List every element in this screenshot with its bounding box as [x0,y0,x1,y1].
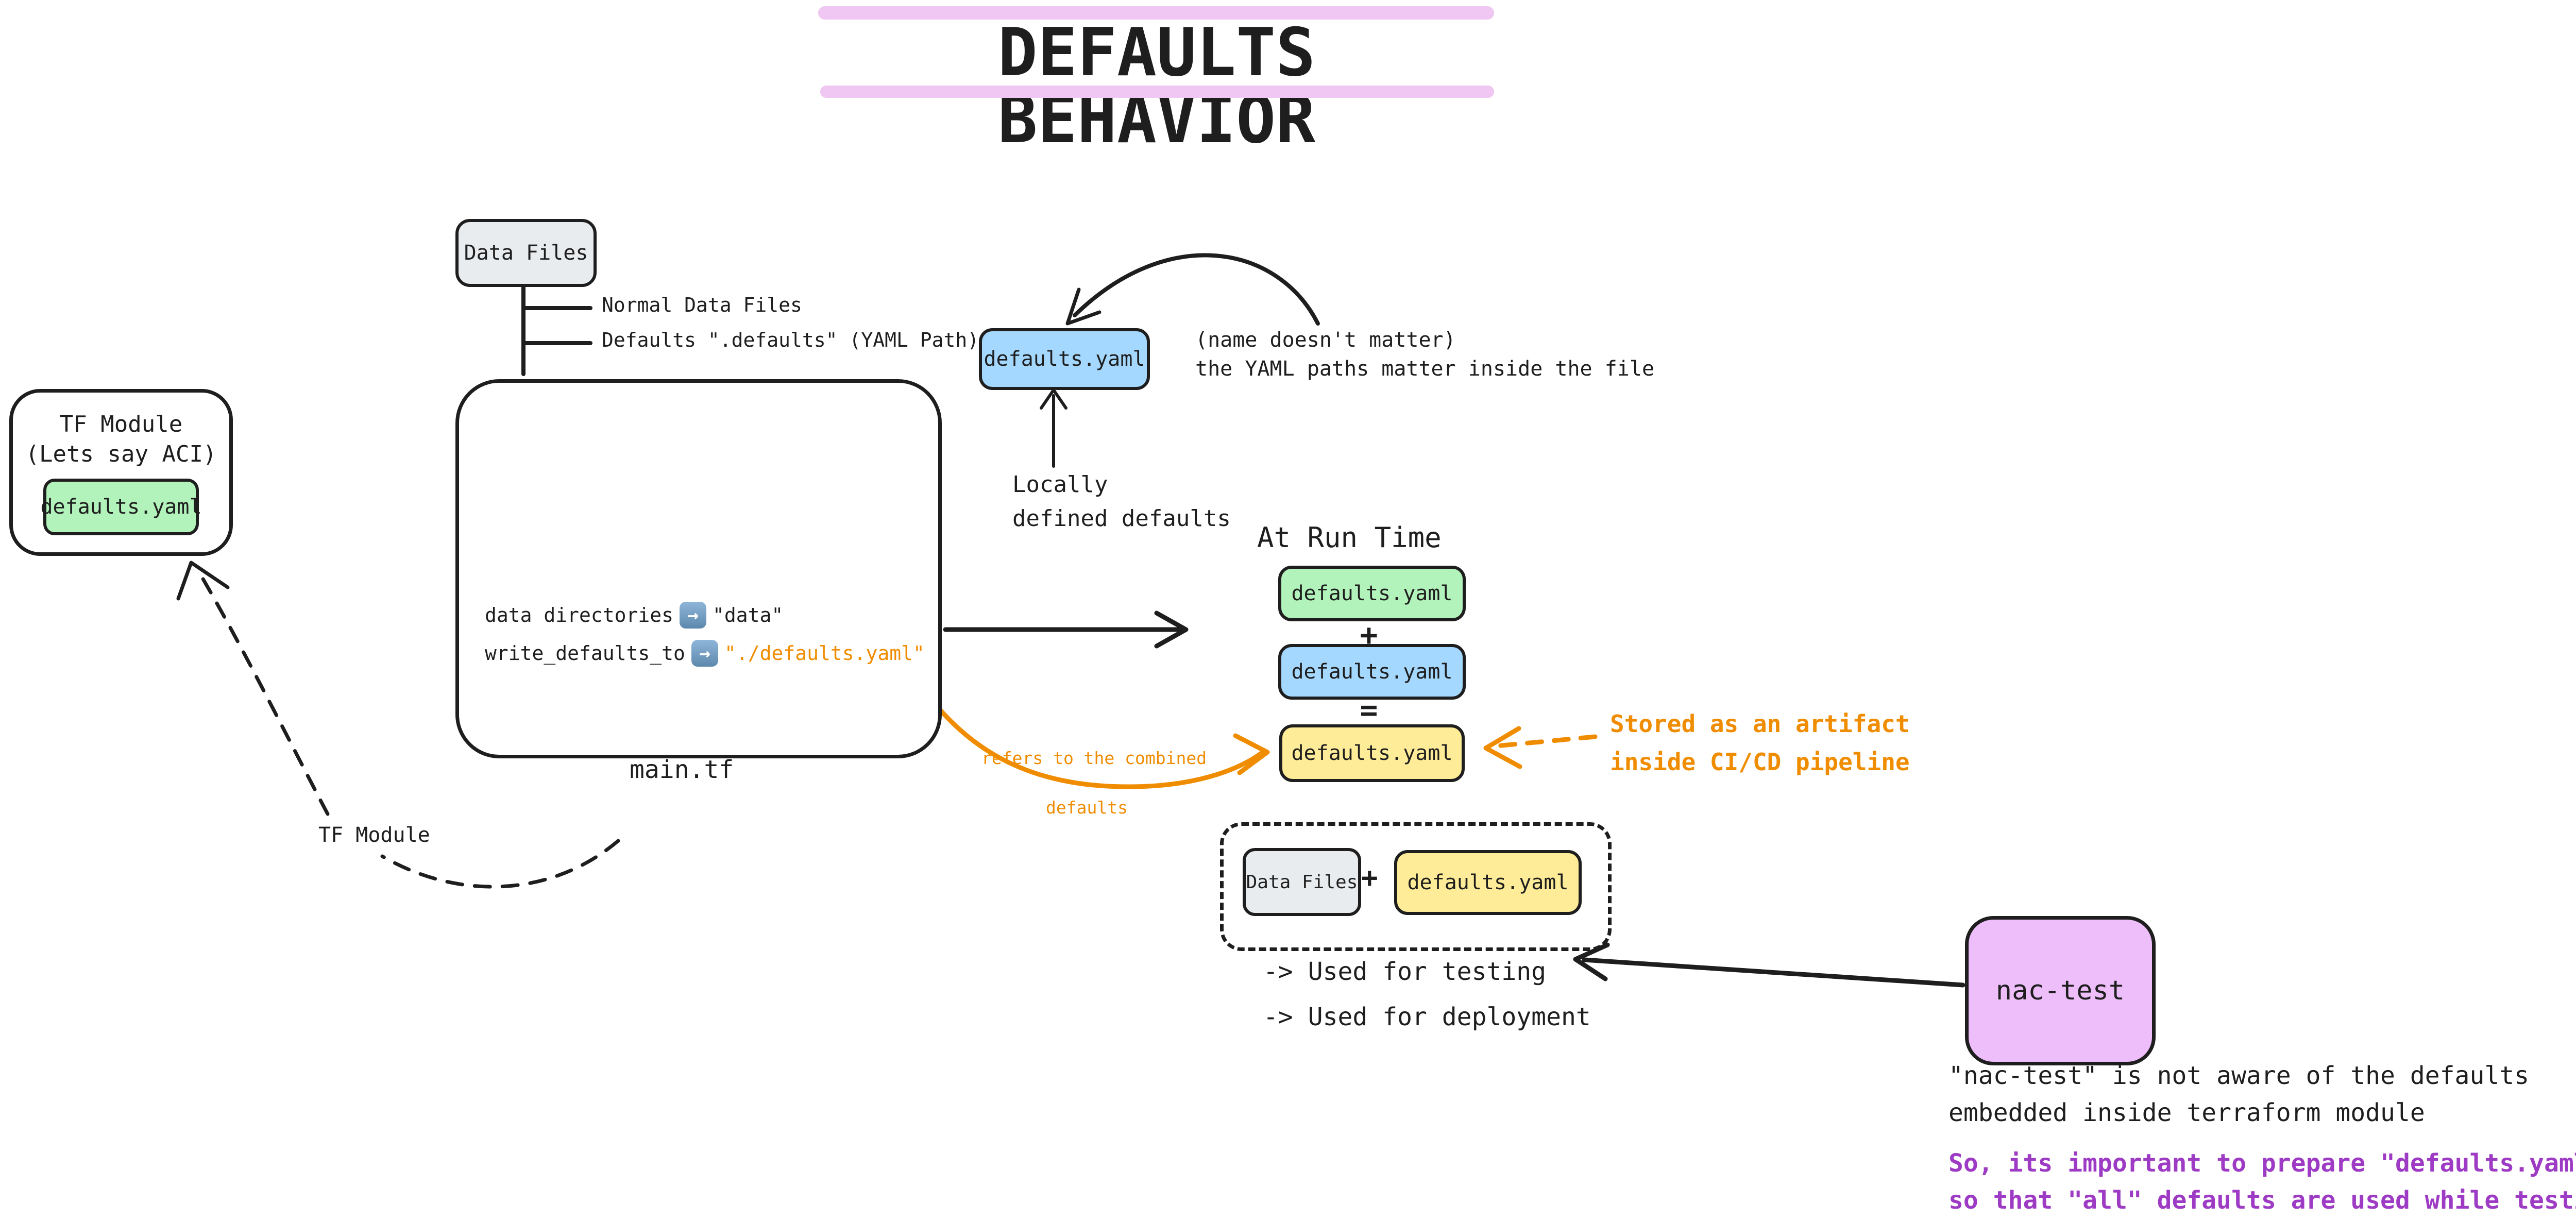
title-top-underline [818,6,1494,20]
locally-defined-arrowhead-icon [1040,388,1067,410]
combined-dashed-group-box [1220,822,1612,951]
title-bottom-underline [820,86,1494,98]
used-for-testing-text: -> Used for testing [1263,957,1547,986]
config-key: write_defaults_to [485,642,685,665]
equals-operator: = [1360,692,1378,727]
config-key: data directories [485,604,674,626]
maintf-to-tfmodule-dashed-line [380,839,620,889]
data-files-box-label: Data Files [464,241,588,265]
caption-line-2: defined defaults [1012,505,1231,532]
stored-note-dashed-line [1494,734,1598,749]
used-for-deployment-text: -> Used for deployment [1263,1003,1591,1031]
main-tf-label: main.tf [630,755,734,784]
nac-test-note-line2: embedded inside terraform module [1948,1098,2425,1127]
combined-data-files-label: Data Files [1246,871,1358,893]
note-line-1: (name doesn't matter) [1195,328,1456,352]
nac-test-box: nac-test [1965,916,2156,1065]
nac-test-warning-line2: so that "all" defaults are used while te… [1948,1186,2576,1215]
runtime-yellow-defaults-box: defaults.yaml [1279,724,1465,782]
stored-artifact-note-line2: inside CI/CD pipeline [1610,748,1910,776]
stored-artifact-note-line1: Stored as an artifact [1610,710,1910,738]
nac-test-note-line1: "nac-test" is not aware of the defaults [1948,1061,2530,1090]
arrow-right-emoji-icon: → [691,640,718,667]
note-line-2: the YAML paths matter inside the file [1195,357,1655,381]
nactest-to-testing-arrow [1582,957,1965,988]
runtime-green-defaults-label: defaults.yaml [1291,582,1453,605]
refers-orange-arrowhead-icon [1233,733,1270,775]
combined-plus-operator: + [1361,861,1378,894]
tf-module-title-line2: (Lets say ACI) [25,441,217,467]
main-tf-line-write-defaults-to: write_defaults_to → "./defaults.yaml" [485,640,925,667]
local-defaults-yaml-label: defaults.yaml [984,347,1145,371]
tf-module-title-line1: TF Module [59,411,183,437]
combined-defaults-yaml-box: defaults.yaml [1394,850,1582,915]
tf-module-title: TF Module (Lets say ACI) [26,410,217,469]
combined-data-files-box: Data Files [1243,848,1361,916]
at-run-time-heading: At Run Time [1257,521,1442,554]
runtime-yellow-defaults-label: defaults.yaml [1291,741,1453,765]
tree-branch-normal-data-files: Normal Data Files [602,294,802,316]
tfmodule-pointer-arrowhead-icon [176,561,230,601]
main-tf-line-data-directories: data directories → "data" [485,602,783,629]
maintf-to-runtime-arrowhead-icon [1154,610,1189,649]
nac-test-warning: So, its important to prepare "defaults.y… [1948,1145,2576,1219]
locally-defined-caption: Locally defined defaults [1012,468,1231,536]
config-value: "data" [713,604,784,626]
tf-module-defaults-yaml-label: defaults.yaml [40,495,202,519]
combined-defaults-yaml-label: defaults.yaml [1407,871,1569,894]
runtime-green-defaults-box: defaults.yaml [1278,566,1466,621]
caption-line-1: Locally [1012,471,1108,498]
nac-test-note: "nac-test" is not aware of the defaults … [1948,1057,2529,1131]
config-value-orange: "./defaults.yaml" [724,642,925,665]
main-tf-box [455,379,942,758]
name-doesnt-matter-note: (name doesn't matter) the YAML paths mat… [1195,326,1654,383]
tf-module-pointer-label: TF Module [318,823,430,847]
tfmodule-pointer-dashed-line [197,570,330,816]
curved-arrow-to-local-defaults [1073,253,1320,326]
tf-module-defaults-yaml-box: defaults.yaml [40,479,202,535]
tree-branch-defaults-yaml-path: Defaults ".defaults" (YAML Path) [602,329,979,351]
refers-note-line2: defaults [1046,798,1128,818]
tf-module-box: TF Module (Lets say ACI) defaults.yaml [9,389,233,556]
nac-test-label: nac-test [1995,975,2125,1006]
arrow-right-emoji-icon: → [680,602,707,629]
stored-note-arrowhead-icon [1483,726,1522,769]
data-files-box: Data Files [455,219,597,287]
refers-orange-arrow [907,667,1264,789]
local-defaults-yaml-box: defaults.yaml [979,328,1150,390]
runtime-blue-defaults-box: defaults.yaml [1278,644,1466,700]
refers-note-line1: refers to the combined [981,748,1207,768]
curved-arrowhead-icon [1065,287,1101,326]
nac-test-warning-line1: So, its important to prepare "defaults.y… [1948,1149,2576,1178]
runtime-blue-defaults-label: defaults.yaml [1291,660,1453,684]
